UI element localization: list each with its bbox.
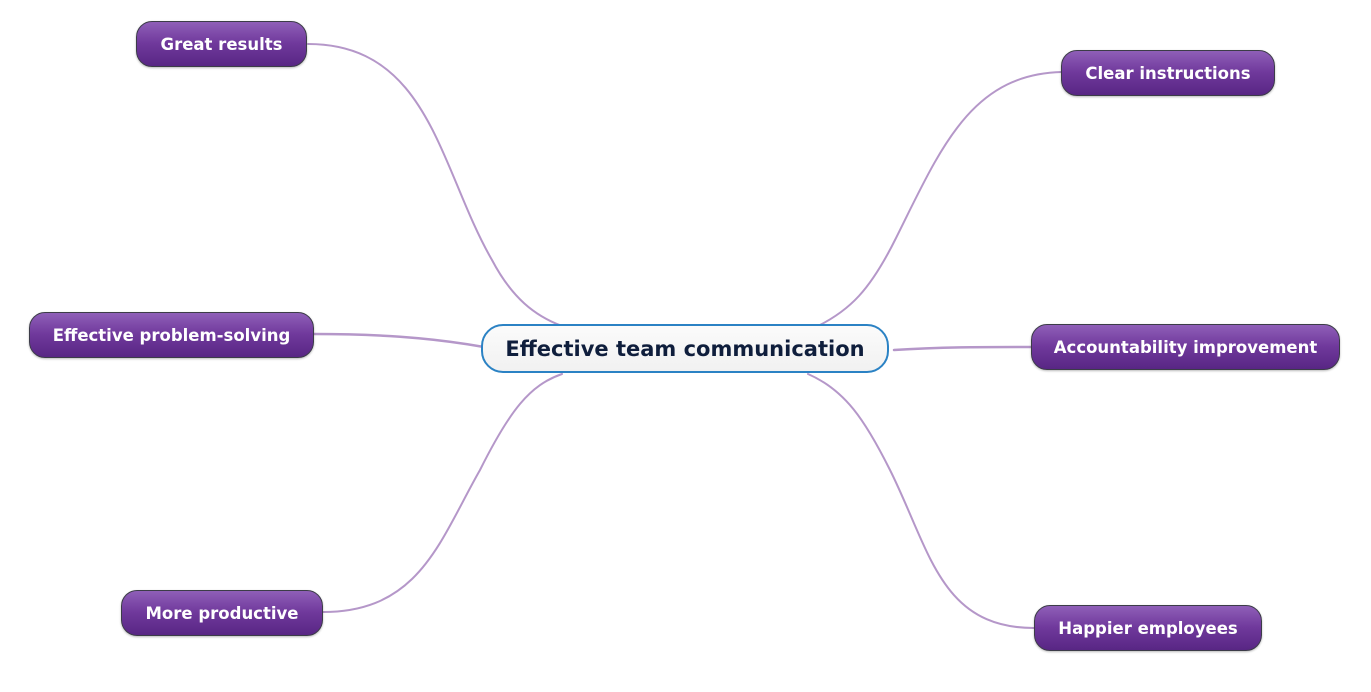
topic-label: Effective problem-solving	[52, 325, 291, 345]
central-topic-label: Effective team communication	[505, 336, 865, 361]
topic-label: Accountability improvement	[1053, 337, 1318, 357]
connector-happier-employees	[807, 373, 1035, 629]
topic-more-productive[interactable]: More productive	[121, 590, 323, 636]
topic-effective-problem-solving[interactable]: Effective problem-solving	[29, 312, 314, 358]
topic-happier-employees[interactable]: Happier employees	[1034, 605, 1262, 651]
topic-label: More productive	[145, 603, 299, 623]
connector-great-results	[307, 43, 563, 327]
topic-clear-instructions[interactable]: Clear instructions	[1061, 50, 1275, 96]
central-topic[interactable]: Effective team communication	[481, 324, 889, 373]
topic-accountability-improvement[interactable]: Accountability improvement	[1031, 324, 1340, 370]
connector-effective-problem-solving	[312, 332, 486, 349]
connector-clear-instructions	[817, 71, 1063, 327]
connector-accountability-improvement	[892, 345, 1033, 352]
topic-label: Happier employees	[1058, 618, 1238, 638]
topic-label: Clear instructions	[1085, 63, 1251, 83]
topic-great-results[interactable]: Great results	[136, 21, 307, 67]
topic-label: Great results	[160, 34, 283, 54]
connector-more-productive	[322, 373, 563, 613]
